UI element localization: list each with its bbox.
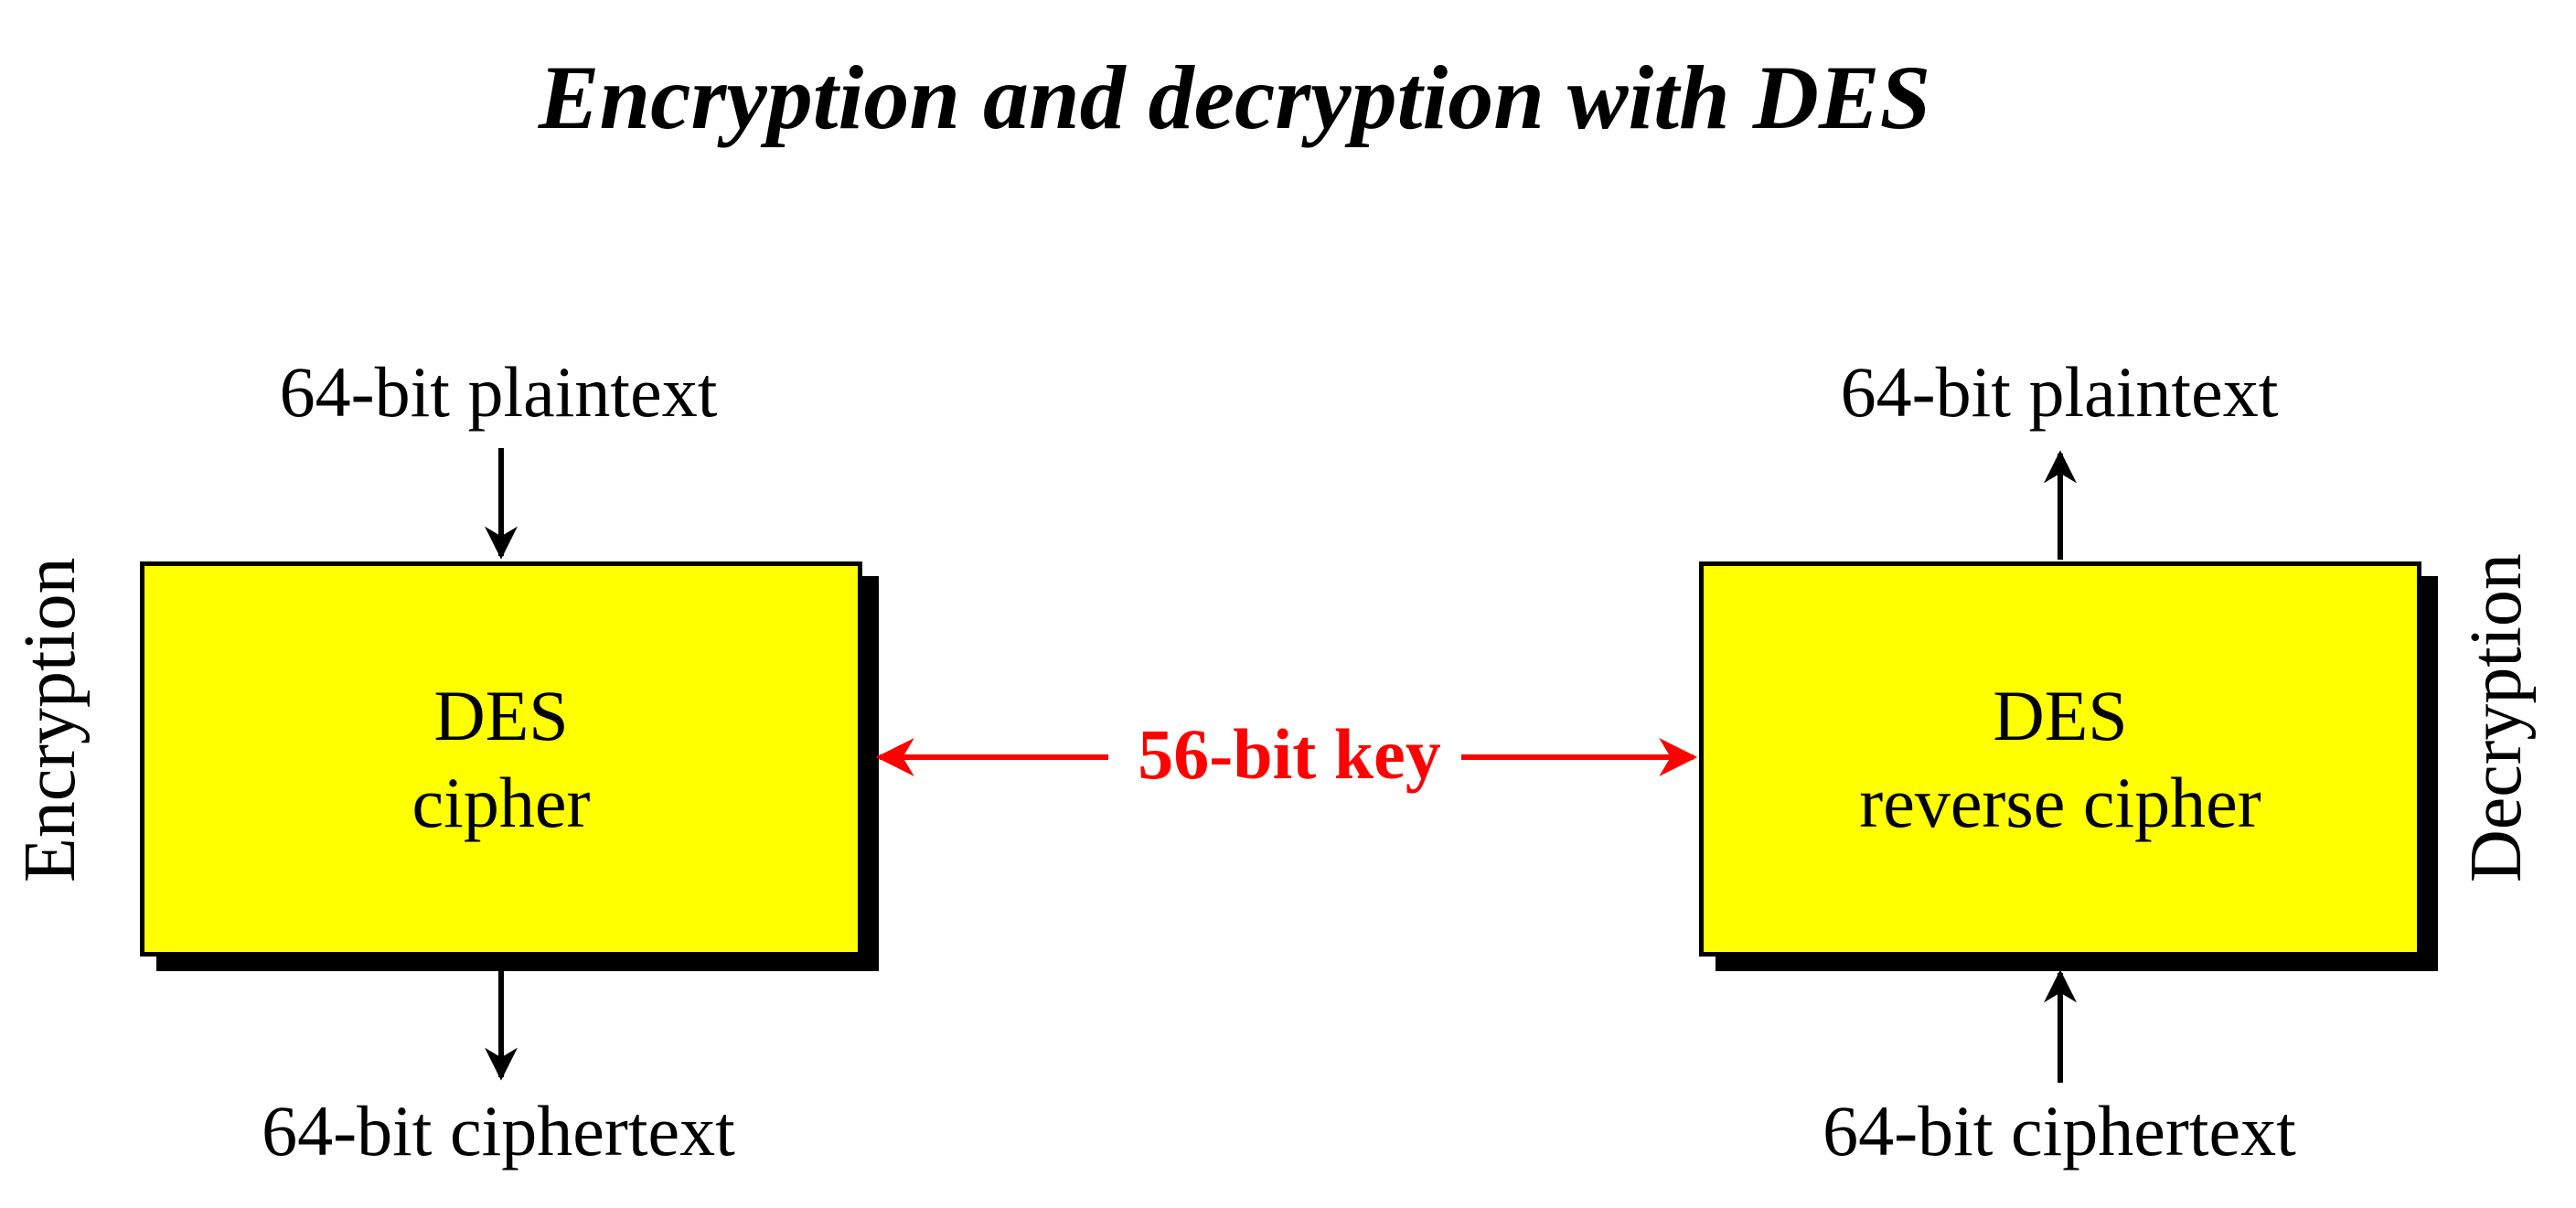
diagram-title: Encryption and decryption with DES: [538, 47, 1931, 148]
des-reverse-cipher-subtitle: reverse cipher: [1859, 763, 2261, 842]
decryption-plaintext-label: 64-bit plaintext: [1840, 352, 2279, 432]
decryption-ciphertext-label: 64-bit ciphertext: [1822, 1091, 2296, 1171]
encryption-plaintext-label: 64-bit plaintext: [279, 352, 718, 432]
des-cipher-title: DES: [433, 675, 569, 755]
des-reverse-cipher-title: DES: [1993, 675, 2128, 755]
des-cipher-box: DES cipher: [140, 561, 862, 957]
key-label: 56-bit key: [1138, 714, 1441, 794]
des-cipher-subtitle: cipher: [412, 763, 591, 842]
des-reverse-cipher-box: DES reverse cipher: [1699, 561, 2421, 957]
encryption-ciphertext-label: 64-bit ciphertext: [262, 1091, 735, 1171]
